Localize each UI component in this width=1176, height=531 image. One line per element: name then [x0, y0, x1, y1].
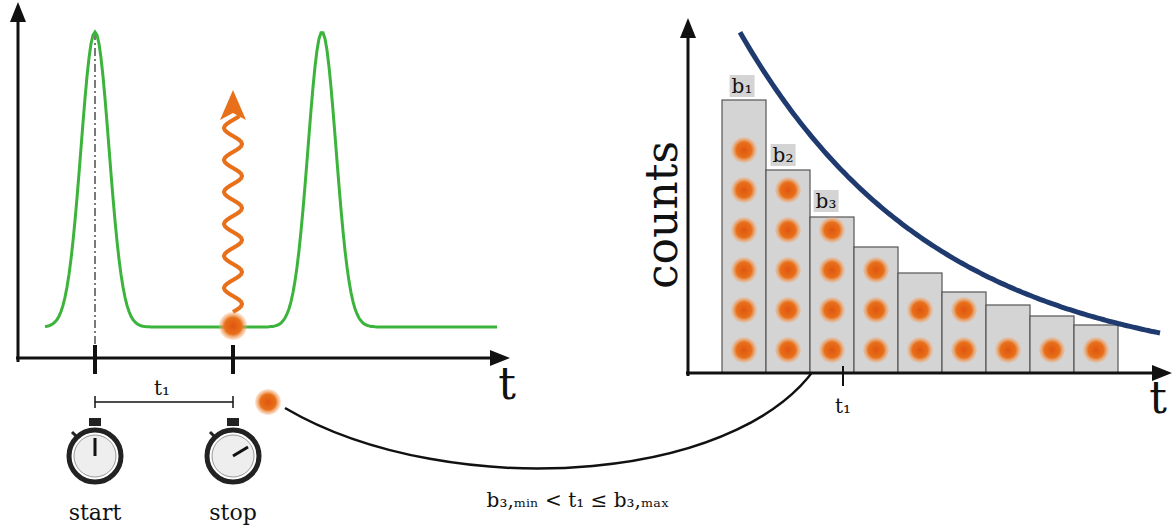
histogram-bar	[722, 100, 766, 373]
t1-tick	[842, 366, 844, 386]
photon-count-dot	[907, 337, 933, 363]
histogram-bar	[854, 247, 898, 373]
stopwatch-start	[69, 418, 121, 482]
histogram-bar	[1074, 325, 1118, 373]
axis-label: t	[498, 360, 516, 408]
photon-count-dot	[775, 297, 801, 323]
photon-count-dot	[775, 257, 801, 283]
laser-pulse-curve	[45, 32, 497, 327]
photon-count-dot	[731, 177, 757, 203]
axis-arrowhead	[680, 18, 696, 38]
photon-count-dot	[863, 257, 889, 283]
photon-dot	[255, 389, 281, 415]
stopwatch-stop	[207, 418, 259, 482]
photon-count-dot	[775, 337, 801, 363]
right-axes	[686, 30, 1160, 376]
histogram-bar	[898, 273, 942, 373]
start-tick	[93, 345, 97, 374]
photon-count-dot	[907, 297, 933, 323]
photon-count-dot	[863, 337, 889, 363]
photon-count-dot	[951, 297, 977, 323]
photon-wave	[224, 116, 242, 312]
photon-count-dot	[731, 257, 757, 283]
axis-arrowhead	[10, 2, 26, 22]
bin-label: b₂	[771, 144, 796, 166]
peak-marker	[94, 32, 95, 358]
left-axes	[16, 14, 498, 362]
histogram-bar	[1030, 316, 1074, 373]
photon-count-dot	[775, 217, 801, 243]
photon-count-dot	[731, 297, 757, 323]
photon-count-dot	[731, 137, 757, 163]
photon-count-dot	[731, 337, 757, 363]
tick-label: t₁	[835, 395, 851, 417]
stop-tick	[231, 345, 235, 374]
stopwatch-label: stop	[209, 501, 256, 525]
photon-count-dot	[1039, 337, 1065, 363]
histogram-bar	[810, 217, 854, 373]
photon-count-dot	[995, 337, 1021, 363]
photon-count-dot	[819, 217, 845, 243]
bin-condition: b₃,ₘᵢₙ < t₁ ≤ b₃,ₘₐₓ	[487, 489, 670, 511]
photon-count-dot	[775, 177, 801, 203]
photon-count-dot	[863, 297, 889, 323]
photon-count-dot	[1083, 337, 1109, 363]
photon-count-dot	[819, 297, 845, 323]
photon-arrowhead	[220, 90, 246, 120]
photon-count-dot	[731, 217, 757, 243]
photon-dot	[219, 312, 247, 340]
axis-label: t	[1149, 374, 1167, 422]
stopwatch-label: start	[69, 501, 122, 525]
histogram-bar	[766, 170, 810, 373]
photon-count-dot	[819, 337, 845, 363]
interval-label: t₁	[154, 377, 170, 399]
bin-label: b₁	[730, 75, 755, 97]
bin-label: b₃	[814, 190, 839, 212]
photon-count-dot	[951, 337, 977, 363]
histogram-bar	[986, 305, 1030, 373]
axis-label: counts	[638, 141, 686, 289]
histogram-bar	[942, 292, 986, 373]
decay-curve	[740, 32, 1160, 333]
photon-count-dot	[819, 257, 845, 283]
